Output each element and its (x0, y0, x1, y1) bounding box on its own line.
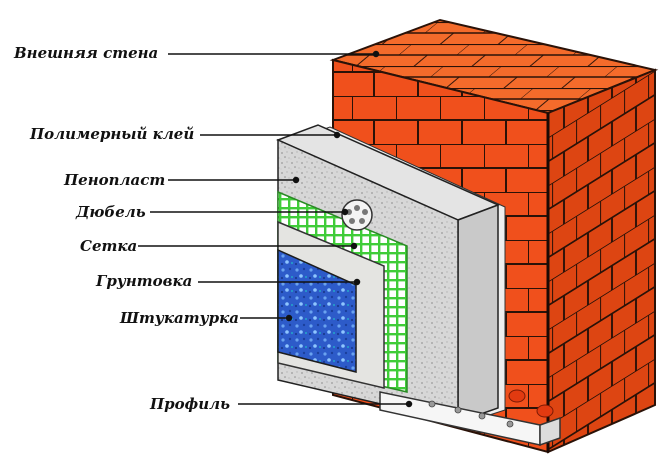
profile-lip (539, 416, 561, 447)
label-mesh: Сетка (80, 237, 138, 255)
label-outer-wall: Внешняя стена (14, 44, 159, 62)
label-plaster: Штукатурка (120, 309, 239, 327)
dowel-head (341, 199, 373, 231)
label-dowel: Дюбель (76, 203, 146, 221)
leader-lines (138, 50, 413, 408)
foam-side (457, 203, 499, 424)
brick-wall-side (547, 68, 656, 454)
label-profile: Профиль (150, 395, 230, 413)
label-polymer-glue: Полимерный клей (30, 125, 195, 143)
label-foam: Пенопласт (64, 171, 166, 189)
base-profile (379, 389, 561, 447)
label-primer: Грунтовка (96, 272, 193, 290)
